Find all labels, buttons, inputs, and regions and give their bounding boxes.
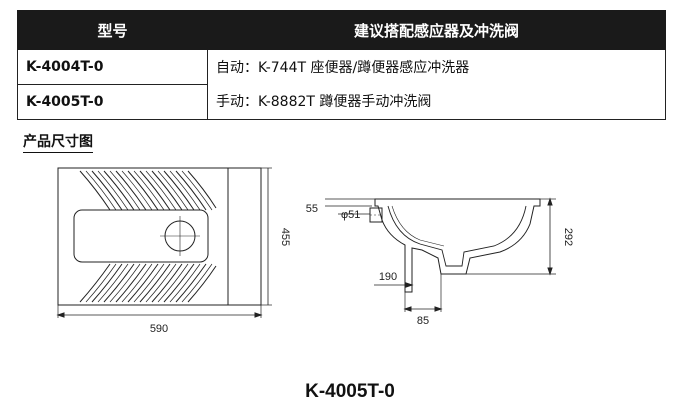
- table-header-row: 型号 建议搭配感应器及冲洗阀: [17, 10, 666, 50]
- dim-455-label: 455: [279, 228, 291, 246]
- section-title: 产品尺寸图: [23, 131, 93, 153]
- spec-table: 型号 建议搭配感应器及冲洗阀 K-4004T-0 自动：K-744T 座便器/蹲…: [17, 10, 666, 120]
- header-model: 型号: [17, 10, 208, 50]
- side-view: [325, 197, 556, 312]
- header-valve: 建议搭配感应器及冲洗阀: [207, 10, 666, 50]
- dim-292-label: 292: [562, 228, 574, 246]
- top-view-flange: [227, 167, 262, 306]
- top-view: [56, 167, 272, 318]
- dim-85-label: 85: [417, 315, 429, 327]
- model-cell: K-4005T-0: [17, 84, 208, 120]
- dim-590-label: 590: [150, 323, 168, 335]
- table-row: K-4004T-0 自动：K-744T 座便器/蹲便器感应冲洗器 手动：K-88…: [17, 49, 666, 120]
- dim-55-label: 55: [306, 203, 318, 215]
- valve-cell: 自动：K-744T 座便器/蹲便器感应冲洗器 手动：K-8882T 蹲便器手动冲…: [207, 49, 666, 120]
- valve-manual: 手动：K-8882T 蹲便器手动冲洗阀: [216, 93, 432, 110]
- valve-auto: 自动：K-744T 座便器/蹲便器感应冲洗器: [216, 59, 470, 76]
- dim-190-label: 190: [379, 271, 397, 283]
- model-caption: K-4005T-0: [305, 381, 395, 402]
- model-cell: K-4004T-0: [17, 49, 208, 85]
- dim-diameter-label: φ51: [341, 209, 360, 221]
- table-row: K-4005T-0: [17, 84, 666, 120]
